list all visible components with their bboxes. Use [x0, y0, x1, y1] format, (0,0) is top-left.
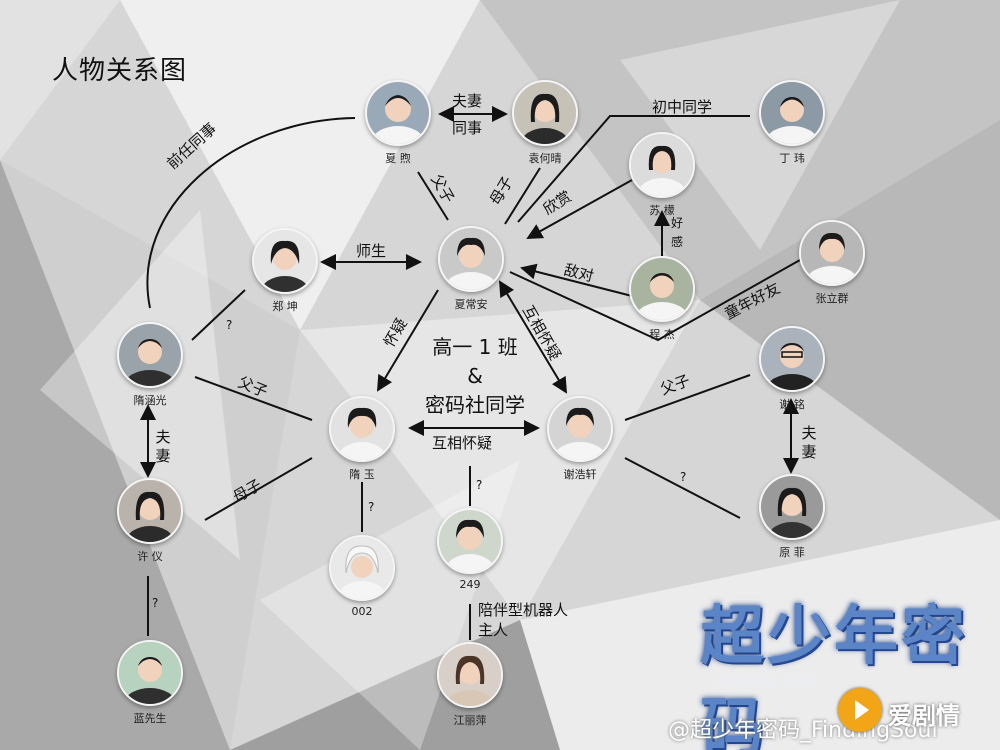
- edge-xiaxu-xiachangan: [417, 171, 449, 221]
- ampersand: &: [467, 364, 483, 388]
- relation-label: 互相怀疑: [432, 434, 493, 452]
- person-name: 苏 檬: [649, 204, 675, 217]
- person-name: 谢浩轩: [563, 468, 597, 481]
- edge-former-colleague: [146, 117, 356, 309]
- relation-label: 夫妻: [155, 428, 171, 465]
- show-logo: 超少年密码 FINDING SOUL: [700, 585, 1000, 750]
- person-name: 袁何晴: [528, 152, 562, 165]
- relation-label: 同事: [452, 119, 483, 137]
- class-group-label: 高一 1 班 & 密码社同学: [405, 333, 545, 420]
- avatar: [117, 478, 183, 544]
- person-name: 夏常安: [454, 298, 488, 311]
- person-xia-xu: 夏 煦: [358, 80, 438, 166]
- relation-label: ?: [680, 470, 687, 484]
- person-name: 程 杰: [649, 328, 675, 341]
- person-name: 蓝先生: [133, 712, 167, 725]
- edge-sui-father: [194, 376, 313, 421]
- person-name: 郑 坤: [272, 300, 298, 313]
- person-002: 002: [322, 535, 402, 618]
- person-name: 隋涵光: [133, 394, 167, 407]
- person-xie-ming: 谢 铭: [752, 326, 832, 412]
- class-name: 高一 1 班: [432, 335, 518, 359]
- person-ding-wei: 丁 玮: [752, 80, 832, 166]
- person-name: 隋 玉: [349, 468, 375, 481]
- avatar: [437, 642, 503, 708]
- edge-admire: [526, 179, 633, 239]
- edge-junior-classmate: [517, 115, 750, 223]
- edge-suspect: [376, 289, 439, 392]
- page-title: 人物关系图: [52, 56, 188, 86]
- avatar: [799, 220, 865, 286]
- person-name: 许 仪: [137, 550, 163, 563]
- logo-subtitle: FINDING SOUL: [718, 675, 822, 688]
- avatar: [437, 508, 503, 574]
- avatar: [117, 322, 183, 388]
- avatar: [438, 226, 504, 292]
- avatar: [365, 80, 431, 146]
- relation-label: ?: [368, 500, 375, 514]
- avatar: [759, 474, 825, 540]
- person-name: 丁 玮: [779, 152, 805, 165]
- person-sui-hanguang: 隋涵光: [110, 322, 190, 408]
- person-249: 249: [430, 508, 510, 591]
- person-cheng-jie: 程 杰: [622, 256, 702, 342]
- person-zheng-kun: 郑 坤: [245, 228, 325, 314]
- avatar: [629, 256, 695, 322]
- avatar: [329, 535, 395, 601]
- relation-label: ?: [226, 318, 233, 332]
- edge-zheng-q: [191, 289, 246, 341]
- play-icon: [838, 688, 882, 732]
- site-name: 爱剧情: [888, 702, 960, 730]
- avatar: [759, 326, 825, 392]
- relation-label: 好感: [670, 216, 683, 249]
- person-name: 张立群: [815, 292, 849, 305]
- edge-xie-father: [624, 374, 751, 421]
- person-yuan-fei: 原 菲: [752, 474, 832, 560]
- avatar: [759, 80, 825, 146]
- edge-mutual-suspect-v: [498, 280, 568, 394]
- person-name: 原 菲: [779, 546, 805, 559]
- person-xu-yi: 许 仪: [110, 478, 190, 564]
- edge-xu-mother: [204, 457, 313, 521]
- person-name: 江丽萍: [453, 714, 487, 727]
- relation-label: ?: [476, 478, 483, 492]
- avatar: [512, 80, 578, 146]
- relation-label: 夫妻: [452, 92, 483, 110]
- person-name: 249: [459, 578, 481, 591]
- person-sui-yu: 隋 玉: [322, 396, 402, 482]
- relation-label: 初中同学: [652, 98, 713, 116]
- person-mr-lan: 蓝先生: [110, 640, 190, 726]
- avatar: [117, 640, 183, 706]
- person-xie-haoxuan: 谢浩轩: [540, 396, 620, 482]
- person-xia-changan: 夏常安: [431, 226, 511, 312]
- relation-label: 师生: [356, 242, 387, 260]
- avatar: [547, 396, 613, 462]
- relation-label: 夫妻: [801, 424, 817, 461]
- person-name: 夏 煦: [385, 152, 411, 165]
- person-yuan-heqing: 袁何晴: [505, 80, 585, 166]
- relation-label: ?: [152, 596, 159, 610]
- relation-label: 陪伴型机器人 主人: [478, 601, 569, 639]
- person-name: 002: [351, 605, 373, 618]
- avatar: [629, 132, 695, 198]
- edge-xie-yuanfei: [624, 457, 741, 519]
- edge-yuan-xiachangan: [504, 167, 541, 225]
- weibo-watermark: @超少年密码_FindingSoul: [668, 718, 938, 743]
- logo-title: 超少年密码: [700, 599, 968, 750]
- person-jiang-liping: 江丽萍: [430, 642, 510, 728]
- person-su-meng: 苏 檬: [622, 132, 702, 218]
- person-name: 谢 铭: [779, 398, 805, 411]
- person-zhang-liqun: 张立群: [792, 220, 872, 306]
- club-name: 密码社同学: [425, 393, 525, 417]
- avatar: [329, 396, 395, 462]
- edge-rival: [520, 263, 633, 297]
- avatar: [252, 228, 318, 294]
